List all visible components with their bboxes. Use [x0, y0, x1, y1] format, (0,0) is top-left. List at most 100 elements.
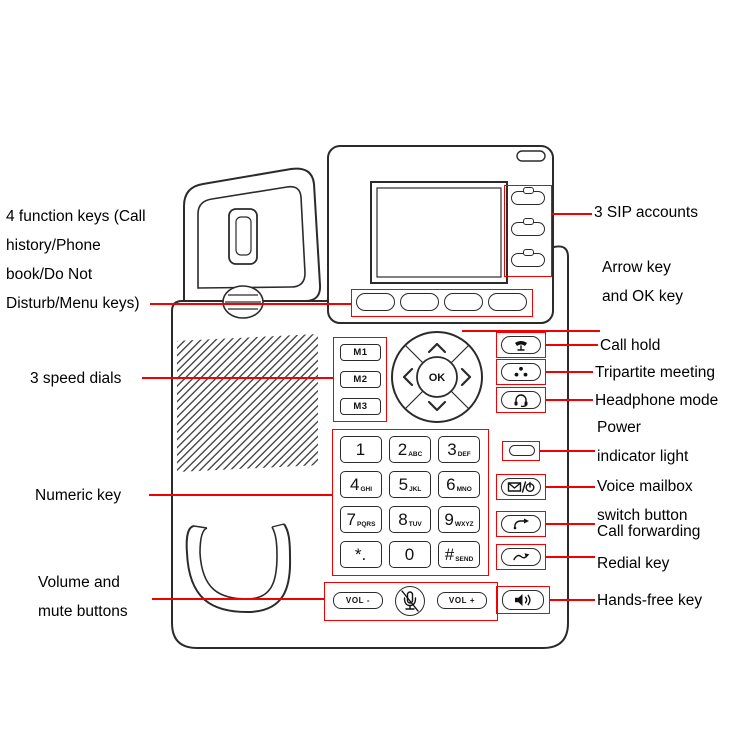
conference-icon — [514, 366, 528, 377]
nav-down-button[interactable] — [427, 400, 447, 412]
ok-button[interactable] — [416, 356, 458, 398]
function-key-3[interactable] — [444, 293, 483, 311]
screen-display — [376, 187, 502, 278]
function-key-4[interactable] — [488, 293, 527, 311]
keypad-key-7[interactable]: 7 PQRS — [340, 506, 382, 533]
function-key-1[interactable] — [356, 293, 395, 311]
leader-voicemail — [546, 486, 595, 488]
keypad-key-pound[interactable]: # SEND — [438, 541, 480, 568]
key-digit: 7 — [346, 510, 357, 529]
label-call-forwarding: Call forwarding — [597, 523, 701, 540]
power-indicator-light — [509, 445, 535, 456]
tripartite-highlight — [496, 359, 546, 385]
mute-button[interactable] — [395, 586, 425, 616]
key-letters: GHI — [360, 486, 373, 493]
sip-account-key-3[interactable] — [511, 249, 545, 267]
label-arrow-ok: Arrow key and OK key — [602, 259, 683, 305]
keypad-key-9[interactable]: 9 WXYZ — [438, 506, 480, 533]
volume-down-button[interactable]: VOL - — [333, 592, 383, 609]
label-speed-dials: 3 speed dials — [30, 370, 122, 387]
keypad-key-5[interactable]: 5 JKL — [389, 471, 431, 498]
nav-up-button[interactable] — [427, 342, 447, 354]
keypad-key-2[interactable]: 2 ABC — [389, 436, 431, 463]
leader-sip — [552, 213, 592, 215]
leader-numeric — [149, 494, 332, 496]
m2-label: M2 — [353, 374, 368, 385]
label-tripartite: Tripartite meeting — [595, 364, 716, 381]
sip-account-key-1[interactable] — [511, 187, 545, 205]
volume-up-label: VOL + — [448, 596, 476, 605]
key-digit: 0 — [404, 545, 415, 564]
redial-button[interactable] — [501, 548, 541, 566]
label-redial: Redial key — [597, 555, 670, 572]
leader-function-keys — [150, 303, 351, 305]
leader-redial — [546, 556, 595, 558]
key-digit: 9 — [444, 510, 454, 529]
key-digit: 4 — [349, 475, 360, 494]
keypad-highlight — [332, 429, 489, 576]
redial-icon — [513, 553, 530, 561]
call-forward-icon — [513, 518, 529, 530]
keypad-key-3[interactable]: 3 DEF — [438, 436, 480, 463]
bezel-indicator-light — [516, 150, 546, 162]
hands-free-button[interactable] — [502, 590, 544, 610]
m1-label: M1 — [353, 347, 368, 358]
key-digit: 6 — [446, 475, 456, 494]
speed-dial-m1[interactable]: M1 — [340, 344, 381, 361]
m3-label: M3 — [353, 401, 368, 412]
keypad-key-1[interactable]: 1 — [340, 436, 382, 463]
speaker-icon — [515, 594, 531, 606]
call-hold-button[interactable] — [501, 336, 541, 354]
tripartite-meeting-button[interactable] — [501, 363, 541, 381]
voice-mailbox-button[interactable] — [501, 478, 541, 496]
key-digit: 8 — [398, 510, 408, 529]
speaker-grille — [177, 334, 318, 472]
key-letters: JKL — [409, 486, 422, 493]
key-letters: ABC — [408, 451, 423, 458]
keypad-key-star[interactable]: *. — [340, 541, 382, 568]
label-voice-mailbox: Voice mailbox switch button — [597, 478, 693, 524]
redial-highlight — [496, 544, 546, 570]
function-key-2[interactable] — [400, 293, 439, 311]
sip-account-key-2[interactable] — [511, 218, 545, 236]
leader-volume — [152, 598, 324, 600]
nav-left-button[interactable] — [402, 367, 414, 387]
leader-handsfree — [550, 599, 595, 601]
key-digit: 2 — [397, 440, 408, 459]
volume-up-button[interactable]: VOL + — [437, 592, 487, 609]
key-letters: MNO — [456, 486, 472, 493]
key-digit: # — [444, 545, 455, 564]
call-forwarding-button[interactable] — [501, 515, 541, 533]
leader-power — [540, 450, 595, 452]
key-digit: 3 — [447, 440, 457, 459]
headphone-mode-button[interactable] — [501, 391, 541, 409]
headset-icon — [514, 394, 528, 407]
label-hands-free: Hands-free key — [597, 592, 703, 609]
voicemail-highlight — [496, 474, 546, 500]
nav-right-button[interactable] — [460, 367, 472, 387]
hookswitch — [222, 285, 264, 319]
down-arrow-icon — [427, 400, 447, 412]
label-numeric-key: Numeric key — [35, 487, 122, 504]
mute-mic-icon — [401, 590, 419, 612]
keypad-key-0[interactable]: 0 — [389, 541, 431, 568]
handset[interactable] — [197, 185, 306, 289]
right-arrow-icon — [460, 367, 472, 387]
label-function-keys: 4 function keys (Call history/Phone book… — [6, 208, 146, 312]
keypad-key-4[interactable]: 4 GHI — [340, 471, 382, 498]
headphone-highlight — [496, 387, 546, 413]
line-key-light — [523, 218, 534, 225]
leader-arrow-ok — [462, 330, 600, 332]
label-volume-mute: Volume and mute buttons — [38, 574, 128, 620]
key-digit: 5 — [398, 475, 409, 494]
key-letters: TUV — [408, 521, 422, 528]
left-arrow-icon — [402, 367, 414, 387]
speed-dial-m2[interactable]: M2 — [340, 371, 381, 388]
leader-tripartite — [546, 371, 593, 373]
keypad-key-6[interactable]: 6 MNO — [438, 471, 480, 498]
keypad-key-8[interactable]: 8 TUV — [389, 506, 431, 533]
label-headphone: Headphone mode — [595, 392, 719, 409]
speed-dial-m3[interactable]: M3 — [340, 398, 381, 415]
voicemail-power-icon — [507, 481, 535, 493]
key-digit: 1 — [355, 440, 366, 459]
